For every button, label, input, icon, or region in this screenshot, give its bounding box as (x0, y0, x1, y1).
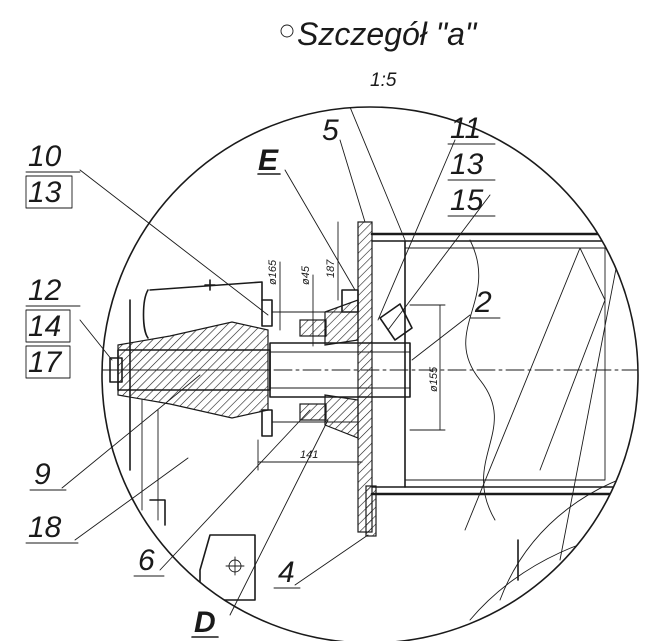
part-label-2: 2 (474, 286, 492, 319)
bearing-housing-bottom (324, 394, 359, 439)
part-label-11: 11 (450, 112, 481, 145)
dim-d155: ø155 (428, 366, 440, 392)
leader-lines (61, 139, 491, 616)
seal-wedge (379, 303, 413, 341)
detail-boundary-circle (101, 106, 639, 641)
dim-141: 141 (300, 449, 318, 461)
part-label-18: 18 (28, 511, 62, 544)
part-label-14: 14 (28, 310, 61, 343)
break-line (465, 239, 496, 521)
detail-contents (102, 107, 638, 621)
detail-title: Szczegół "a" (297, 16, 478, 52)
part-label-5: 5 (322, 114, 339, 147)
part-label-17: 17 (28, 346, 63, 379)
part-label-9: 9 (34, 458, 51, 491)
shaft-end-bolt (109, 357, 123, 383)
part-label-10: 10 (28, 140, 62, 173)
part-label-13-right: 13 (450, 148, 484, 181)
detail-scale: 1:5 (370, 70, 397, 91)
title-glyph (280, 24, 294, 38)
dim-d45: ø45 (300, 265, 312, 285)
part-label-12: 12 (28, 274, 62, 307)
part-label-13-left: 13 (28, 176, 62, 209)
part-label-15: 15 (450, 184, 484, 217)
dim-d165: ø165 (267, 259, 279, 285)
part-label-4: 4 (278, 556, 295, 589)
detail-letter-e: E (258, 144, 279, 177)
base-bracket (199, 534, 256, 601)
motor-top-outline (149, 281, 263, 301)
dim-187: 187 (325, 259, 337, 278)
detail-letter-d: D (194, 606, 216, 639)
part-label-6: 6 (138, 544, 155, 577)
